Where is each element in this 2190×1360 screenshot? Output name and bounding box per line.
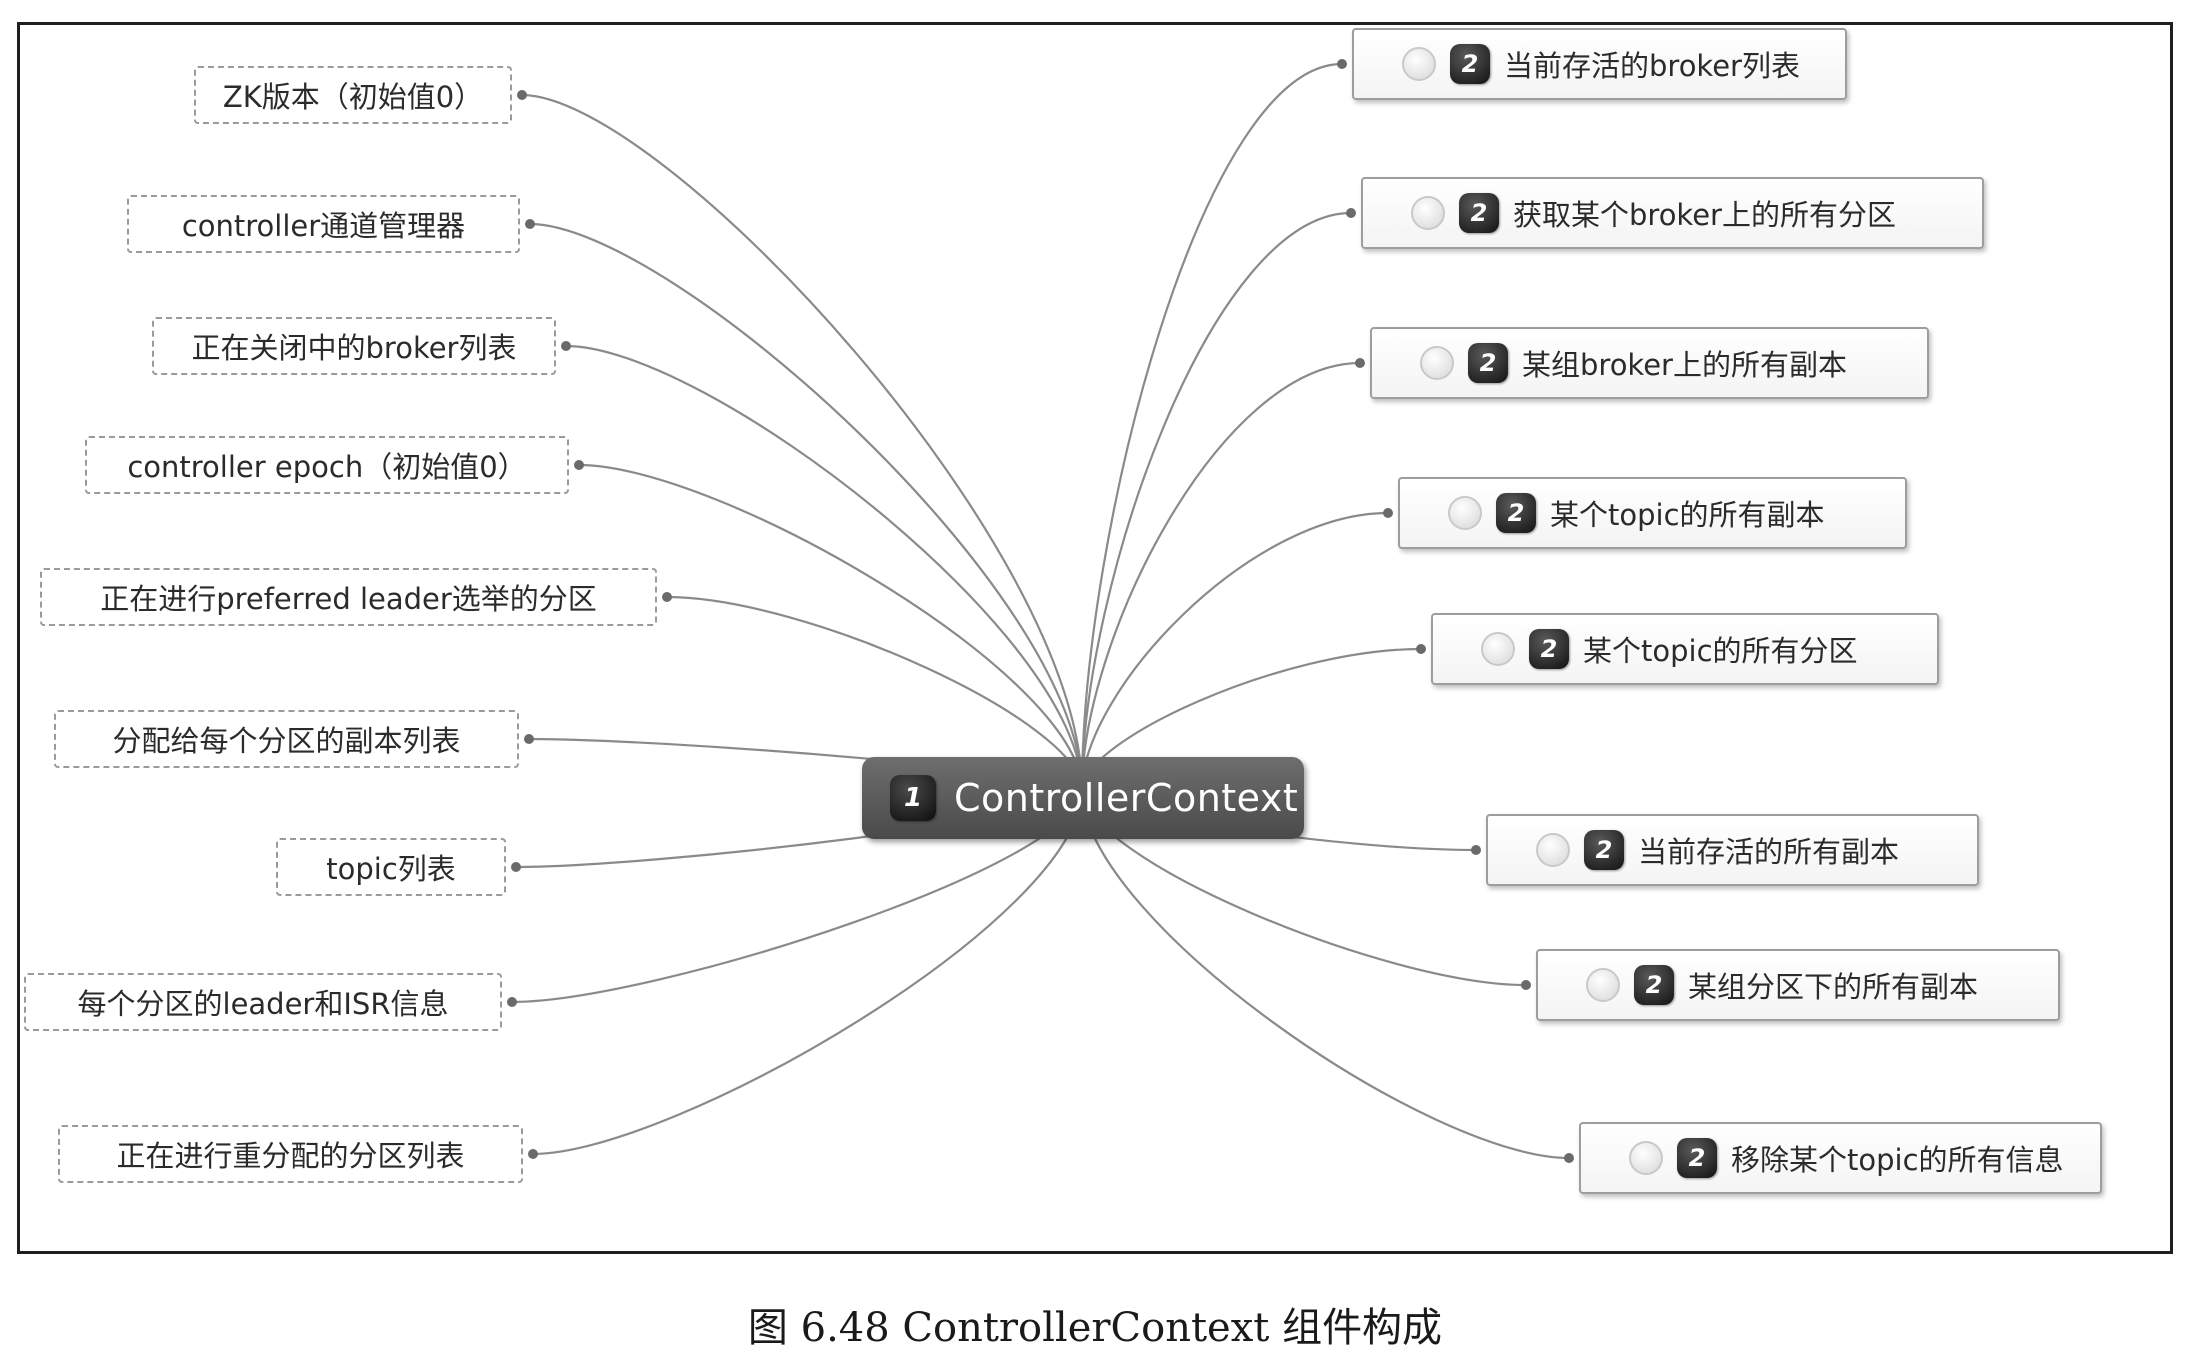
right-node-partitions-on-broker[interactable]: 2 获取某个broker上的所有分区: [1361, 177, 1984, 249]
status-circle-icon: [1420, 346, 1454, 380]
priority-2-icon: 2: [1459, 193, 1499, 233]
right-node-label: 某个topic的所有分区: [1583, 634, 1858, 668]
right-node-label: 当前存活的broker列表: [1504, 49, 1800, 83]
right-node-replicas-on-brokers[interactable]: 2 某组broker上的所有副本: [1370, 327, 1929, 399]
status-circle-icon: [1586, 968, 1620, 1002]
priority-1-icon: 1: [890, 775, 936, 821]
right-node-replicas-for-topic[interactable]: 2 某个topic的所有副本: [1398, 477, 1907, 549]
priority-2-icon: 2: [1529, 629, 1569, 669]
right-node-remove-topic[interactable]: 2 移除某个topic的所有信息: [1579, 1122, 2102, 1194]
status-circle-icon: [1481, 632, 1515, 666]
figure-caption: 图 6.48 ControllerContext 组件构成: [747, 1305, 1443, 1351]
status-circle-icon: [1536, 833, 1570, 867]
root-node-label: ControllerContext: [954, 776, 1299, 820]
left-node-preferred-leader-election[interactable]: 正在进行preferred leader选举的分区: [40, 568, 657, 626]
right-node-label: 某个topic的所有副本: [1550, 498, 1825, 532]
left-node-leader-isr-info[interactable]: 每个分区的leader和ISR信息: [24, 973, 502, 1031]
priority-2-icon: 2: [1450, 44, 1490, 84]
root-node-controller-context[interactable]: 1 ControllerContext: [862, 757, 1304, 839]
priority-2-icon: 2: [1634, 965, 1674, 1005]
right-node-live-brokers[interactable]: 2 当前存活的broker列表: [1352, 28, 1847, 100]
right-node-replicas-for-partitions[interactable]: 2 某组分区下的所有副本: [1536, 949, 2060, 1021]
left-node-zk-version[interactable]: ZK版本（初始值0）: [194, 66, 512, 124]
left-node-partition-replica-assignment[interactable]: 分配给每个分区的副本列表: [54, 710, 519, 768]
right-node-label: 移除某个topic的所有信息: [1731, 1143, 2064, 1177]
right-node-label: 获取某个broker上的所有分区: [1513, 198, 1896, 232]
left-node-shutting-down-brokers[interactable]: 正在关闭中的broker列表: [152, 317, 556, 375]
priority-2-icon: 2: [1677, 1138, 1717, 1178]
left-node-reassigning-partitions[interactable]: 正在进行重分配的分区列表: [58, 1125, 523, 1183]
right-node-label: 某组分区下的所有副本: [1688, 970, 1979, 1004]
priority-2-icon: 2: [1496, 493, 1536, 533]
priority-2-icon: 2: [1584, 830, 1624, 870]
right-node-label: 某组broker上的所有副本: [1522, 348, 1847, 382]
status-circle-icon: [1402, 47, 1436, 81]
right-node-live-replicas[interactable]: 2 当前存活的所有副本: [1486, 814, 1979, 886]
status-circle-icon: [1448, 496, 1482, 530]
left-node-controller-channel-manager[interactable]: controller通道管理器: [127, 195, 520, 253]
priority-2-icon: 2: [1468, 343, 1508, 383]
left-node-topic-list[interactable]: topic列表: [276, 838, 506, 896]
status-circle-icon: [1411, 196, 1445, 230]
right-node-partitions-for-topic[interactable]: 2 某个topic的所有分区: [1431, 613, 1939, 685]
left-node-controller-epoch[interactable]: controller epoch（初始值0）: [85, 436, 569, 494]
right-node-label: 当前存活的所有副本: [1638, 835, 1900, 869]
status-circle-icon: [1629, 1141, 1663, 1175]
